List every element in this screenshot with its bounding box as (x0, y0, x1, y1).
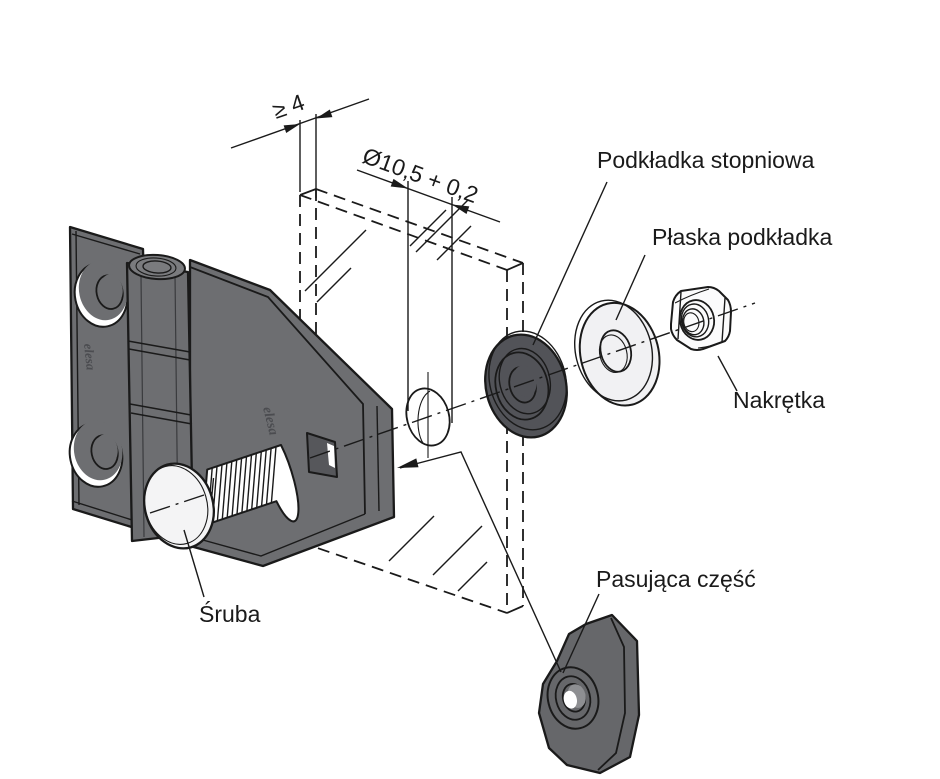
screw (143, 444, 300, 550)
hex-nut (670, 286, 732, 351)
leader-mount-point (399, 451, 562, 673)
panel-front-bottom-edge (299, 541, 508, 614)
leader-stepped-washer (532, 181, 608, 346)
mounting-panel (299, 188, 524, 614)
dimension-panel-thickness: ≥ 4 (230, 89, 370, 198)
hinge-hole-bottom (68, 420, 124, 488)
hinge-hole-top (73, 260, 129, 328)
flat-washer (573, 299, 661, 407)
label-stepped-washer: Podkładka stopniowa (597, 147, 815, 173)
label-nut: Nakrętka (733, 387, 825, 413)
leader-flat-washer (615, 254, 646, 321)
diameter-arrow-left (390, 178, 408, 189)
diameter-extension-lines (407, 181, 453, 423)
label-flat-washer: Płaska podkładka (652, 224, 832, 250)
leader-lines (183, 181, 738, 674)
hinge-square-hole (306, 432, 338, 478)
leader-mating-part (562, 593, 600, 674)
hinge-pin-hole (142, 260, 172, 274)
diameter-dimension-text: Ø10,5 + 0,2 (359, 142, 481, 208)
panel-hole (405, 372, 451, 458)
label-screw: Śruba (199, 600, 261, 627)
mount-point-arrowhead (397, 458, 419, 468)
diameter-arrow-right (452, 204, 470, 214)
panel-corner-connectors (299, 188, 524, 614)
thickness-dimension-line (230, 98, 370, 149)
brand-mark-plate: elesa (81, 343, 99, 372)
panel-back-top-edge (315, 188, 524, 264)
thickness-extension-lines (299, 114, 317, 198)
nut-bore (678, 299, 716, 341)
stepped-washer (484, 330, 568, 439)
leader-screw (183, 529, 205, 598)
label-mating-part: Pasująca część (596, 566, 756, 592)
thickness-arrow-right (316, 109, 333, 119)
thickness-dimension-text: ≥ 4 (269, 89, 308, 124)
mating-part (537, 613, 641, 775)
center-axis (149, 302, 756, 514)
panel-front-top-edge (299, 194, 508, 271)
thickness-arrow-left (283, 124, 300, 133)
panel-hatching (304, 199, 488, 592)
diameter-dimension-line (356, 169, 501, 223)
part-labels: Podkładka stopniowa Płaska podkładka Nak… (199, 147, 832, 627)
brand-mark-wing: elesa (259, 405, 281, 437)
leader-nut (717, 355, 738, 392)
